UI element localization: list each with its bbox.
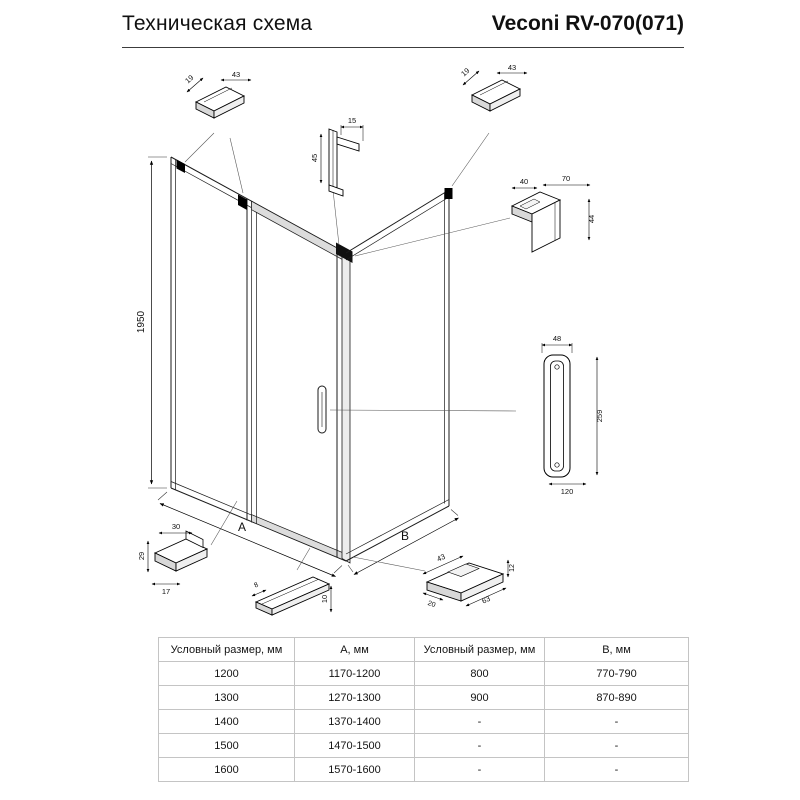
dim-label: 43	[508, 63, 516, 72]
cell: 870-890	[544, 685, 689, 710]
dim-label: 15	[348, 116, 356, 125]
cell: 1370-1400	[294, 709, 415, 734]
detail-bottom-rail-profile: 8 10	[251, 576, 333, 616]
cell: 1270-1300	[294, 685, 415, 710]
shower-enclosure	[170, 156, 453, 564]
model-name: Veconi RV-070(071)	[491, 12, 684, 35]
dim-label-a: A	[238, 520, 246, 534]
cell: 1470-1500	[294, 733, 415, 758]
dim-label: 19	[183, 73, 195, 85]
cell: -	[414, 757, 545, 782]
wall-brackets	[176, 159, 453, 210]
cell: -	[414, 733, 545, 758]
dim-label: 44	[587, 215, 596, 223]
table-header-row: Условный размер, мм А, мм Условный разме…	[158, 637, 689, 662]
table-row: 1200 1170-1200 800 770-790	[158, 661, 689, 686]
col-header-nominal-a: Условный размер, мм	[158, 637, 295, 662]
cell: 1500	[158, 733, 295, 758]
col-header-b: В, мм	[544, 637, 689, 662]
cell: 1170-1200	[294, 661, 415, 686]
left-glass-panel	[170, 156, 347, 562]
detail-corner-bracket: 40 70 44	[510, 174, 596, 253]
page-title: Техническая схема	[122, 12, 313, 35]
page-header: Техническая схема Veconi RV-070(071)	[122, 12, 684, 48]
detail-bottom-left-profile: 30 29 17	[137, 522, 209, 596]
dim-label-b: B	[401, 529, 409, 543]
dimension-b: B	[347, 509, 459, 575]
detail-corner-profile-right: 19 43	[459, 63, 528, 112]
dim-label: 70	[562, 174, 570, 183]
cell: -	[544, 709, 689, 734]
cell: -	[544, 733, 689, 758]
cell: -	[544, 757, 689, 782]
dim-label: 8	[253, 582, 260, 590]
dim-label: 63	[480, 594, 491, 606]
dim-label: 29	[137, 552, 146, 560]
dim-label: 20	[427, 600, 437, 609]
size-table: Условный размер, мм А, мм Условный разме…	[158, 637, 689, 782]
detail-wall-profile-top: 15 45	[310, 116, 364, 197]
corner-connector	[336, 242, 353, 263]
dimension-a: A	[157, 491, 343, 577]
cell: 1400	[158, 709, 295, 734]
cell: 900	[414, 685, 545, 710]
detail-corner-profile-left: 19 43	[183, 70, 252, 119]
cell: 1200	[158, 661, 295, 686]
cell: 770-790	[544, 661, 689, 686]
table-row: 1500 1470-1500 - -	[158, 733, 689, 758]
dim-label: 45	[310, 154, 319, 162]
dim-label: 259	[595, 410, 604, 423]
dim-label: 10	[320, 595, 329, 603]
col-header-nominal-b: Условный размер, мм	[414, 637, 545, 662]
cell: 800	[414, 661, 545, 686]
col-header-a: А, мм	[294, 637, 415, 662]
dim-label: 48	[553, 334, 561, 343]
cell: 1600	[158, 757, 295, 782]
dim-label-height: 1950	[136, 310, 147, 333]
table-row: 1300 1270-1300 900 870-890	[158, 685, 689, 710]
dim-label: 30	[172, 522, 180, 531]
detail-door-handle: 48 259 120	[541, 334, 604, 496]
dim-label: 12	[509, 564, 516, 572]
dim-label: 43	[435, 552, 446, 564]
dim-label: 19	[459, 66, 471, 78]
callout-leaders	[184, 132, 517, 572]
dim-label: 40	[520, 177, 528, 186]
detail-bottom-guide-profile: 43 12 63 20	[422, 552, 516, 609]
dim-label: 43	[232, 70, 240, 79]
door-panel	[251, 200, 347, 562]
table-row: 1600 1570-1600 - -	[158, 757, 689, 782]
corner-post	[336, 242, 353, 564]
dimension-height: 1950	[136, 156, 167, 489]
cell: -	[414, 709, 545, 734]
dim-label: 17	[162, 587, 170, 596]
cell: 1570-1600	[294, 757, 415, 782]
table-row: 1400 1370-1400 - -	[158, 709, 689, 734]
cell: 1300	[158, 685, 295, 710]
dim-label: 120	[561, 487, 574, 496]
